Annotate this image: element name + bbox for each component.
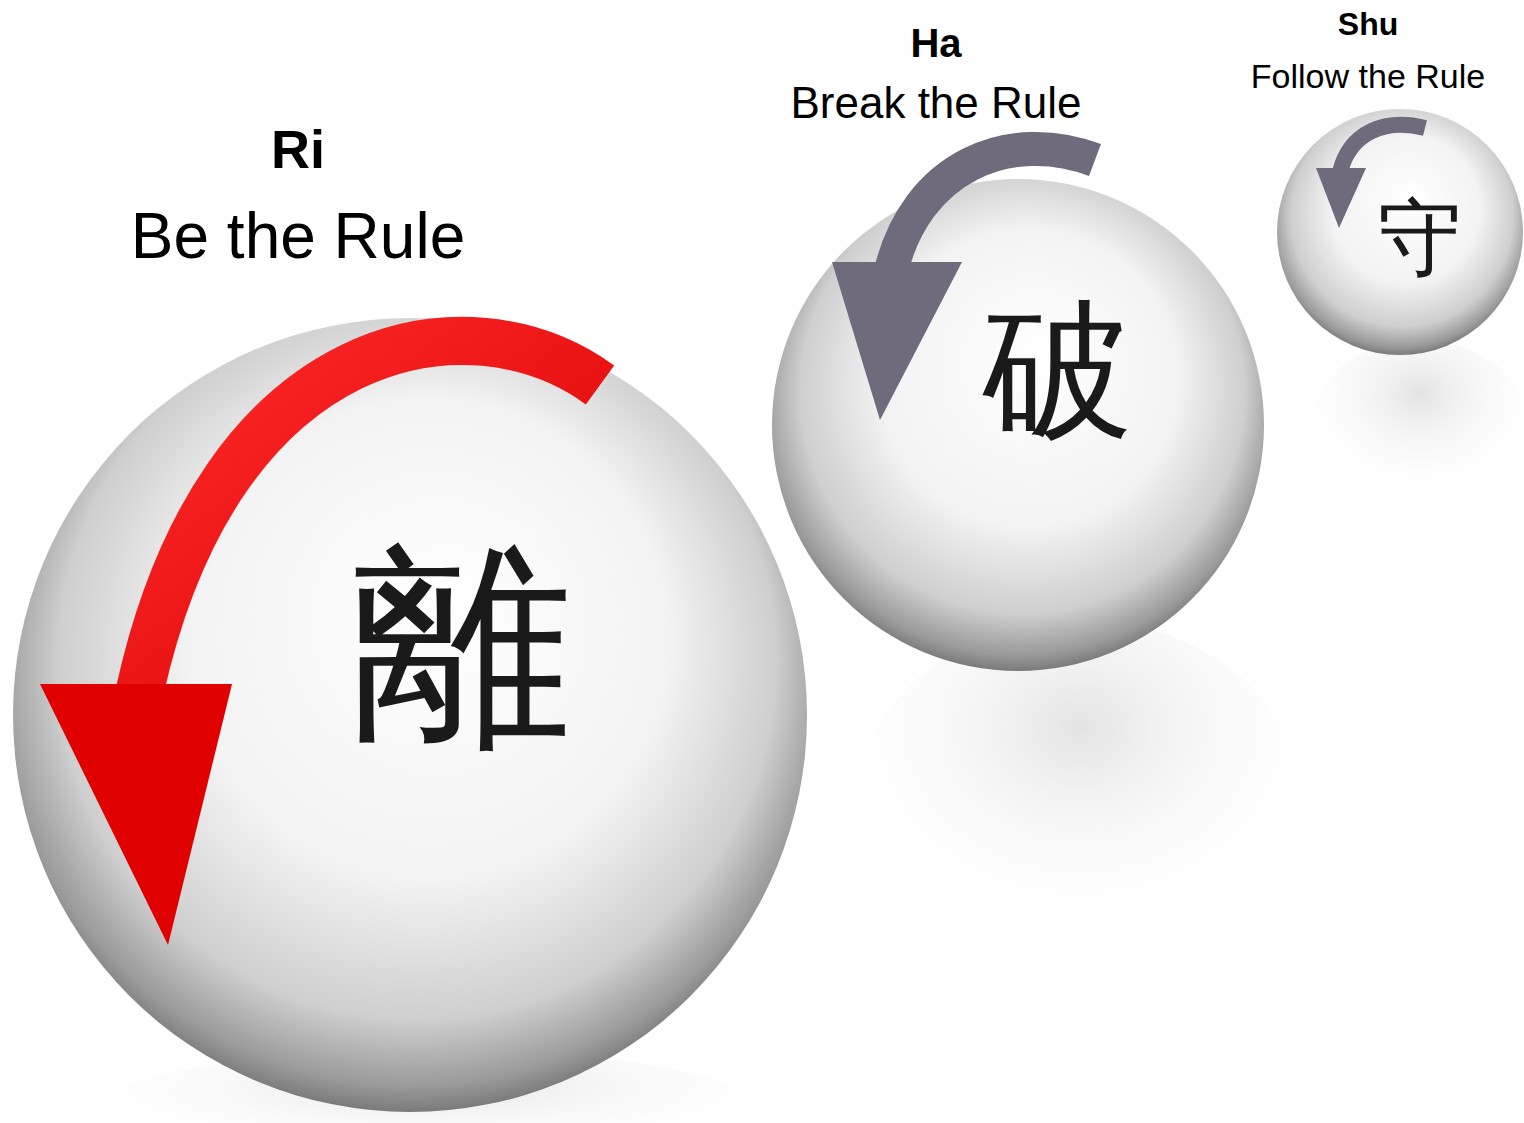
kanji-character: 守 bbox=[1378, 190, 1462, 287]
kanji-character: 離 bbox=[352, 520, 572, 773]
arrow-head bbox=[1316, 168, 1366, 228]
stage-description: Be the Rule bbox=[131, 200, 465, 274]
stage-name: Shu bbox=[1338, 6, 1398, 43]
kanji-character: 破 bbox=[983, 285, 1133, 458]
stage-sphere: ShuFollow the Rule守 bbox=[1277, 109, 1523, 355]
curved-arrow bbox=[1340, 125, 1425, 172]
sphere bbox=[13, 318, 807, 1112]
arrow-head bbox=[40, 684, 232, 945]
stage-name: Ri bbox=[271, 118, 325, 180]
sphere-reflection bbox=[1310, 340, 1524, 520]
arrow-head bbox=[832, 262, 962, 420]
stage-sphere: HaBreak the Rule破 bbox=[772, 179, 1264, 671]
sphere-reflection bbox=[860, 620, 1300, 980]
curved-arrow bbox=[890, 149, 1095, 275]
stage-name: Ha bbox=[910, 20, 961, 66]
sphere bbox=[1277, 109, 1523, 355]
sphere bbox=[772, 179, 1264, 671]
stage-sphere: RiBe the Rule離 bbox=[13, 318, 807, 1112]
stage-description: Follow the Rule bbox=[1251, 57, 1485, 96]
stage-description: Break the Rule bbox=[790, 78, 1081, 129]
